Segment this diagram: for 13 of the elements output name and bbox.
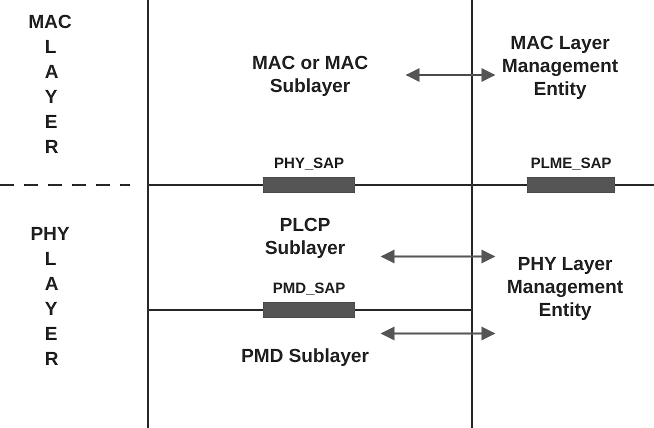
layer-entity-text: MAC Layer Management Entity — [500, 32, 620, 101]
sap-label: PMD_SAP — [272, 280, 346, 298]
layer-entity-text: PLCP Sublayer — [240, 214, 370, 260]
double-arrow — [380, 250, 496, 264]
double-arrow — [380, 326, 496, 340]
sap-label: PHY_SAP — [272, 155, 346, 173]
layer-entity-text: PMD Sublayer — [240, 345, 370, 368]
layer-entity-text: MAC or MAC Sublayer — [225, 52, 395, 98]
layer-label: PHY LAYER — [29, 223, 71, 372]
double-arrow — [406, 68, 496, 82]
layer-label: MAC LAYER — [27, 11, 73, 160]
sap-label: PLME_SAP — [530, 155, 612, 173]
layer-entity-text: PHY Layer Management Entity — [500, 253, 630, 322]
